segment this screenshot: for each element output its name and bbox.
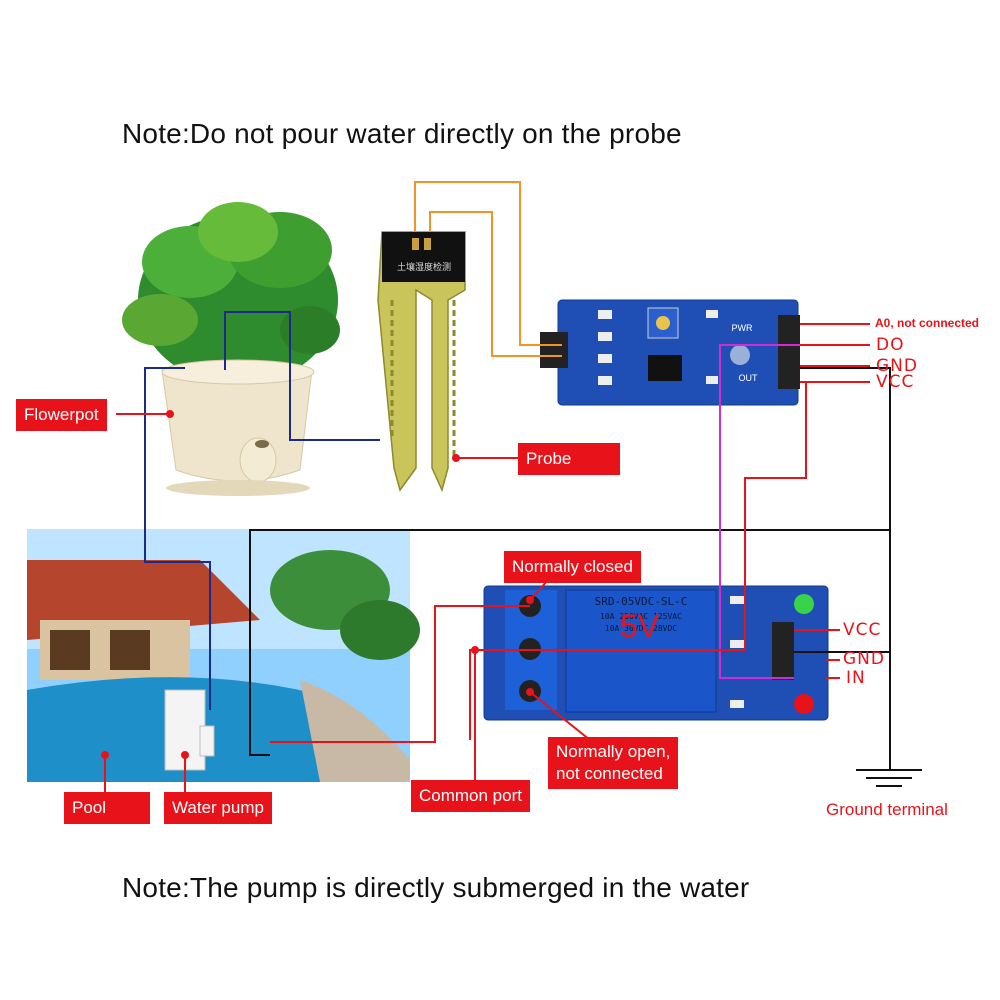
nc-pointer [529,579,549,601]
note-top: Note:Do not pour water directly on the p… [122,118,682,149]
relay-voltage: 5V [620,608,660,644]
plant-illustration [122,202,340,385]
relay-rating-1-text: 10A 250VAC 125VAC [600,612,682,621]
signal-wire [719,344,800,679]
probe-chip-text: 土壤湿度检测 [397,261,451,272]
sensor-module: PWR OUT [540,299,800,406]
pump-supply-wire [270,605,530,743]
soil-probe: 土壤湿度检测 [377,231,466,493]
water-tube-in [224,311,380,441]
pin-do: DO [876,335,905,355]
normally-closed-label: Normally closed [504,551,641,583]
ground-bus [249,367,891,756]
relay-pin-in: IN [846,668,866,688]
relay-model-text: SRD-05VDC-SL-C [595,595,688,608]
flowerpot-label: Flowerpot [16,399,107,431]
pool-photo [27,529,420,782]
relay-rating-2-text: 10A 30VDC 28VDC [605,624,677,633]
pin-vcc: VCC [876,372,915,392]
ground-symbol [856,769,922,787]
ground-terminal-label: Ground terminal [826,800,948,819]
relay-pin-vcc: VCC [843,620,882,640]
normally-open-label: Normally open, not connected [548,737,679,789]
no-pointer [529,691,591,741]
water-tube-pump [144,367,211,710]
common-port-label: Common port [411,780,530,812]
relay-module: SRD-05VDC-SL-C 10A 250VAC 125VAC 10A 30V… [483,585,829,721]
relay-pin-gnd: GND [843,649,885,669]
probe-label: Probe [518,443,620,475]
flowerpot-illustration [161,359,315,496]
water-pump-label: Water pump [164,792,272,824]
note-bottom: Note:The pump is directly submerged in t… [122,872,750,903]
probe-lead-inner [429,211,562,357]
probe-lead-outer [414,181,562,346]
sensor-out-text: OUT [739,373,759,383]
pin-gnd: GND [876,356,918,376]
pin-a0: A0, not connected [875,316,980,330]
pool-label: Pool [64,792,150,824]
sensor-pwr-text: PWR [732,323,753,333]
